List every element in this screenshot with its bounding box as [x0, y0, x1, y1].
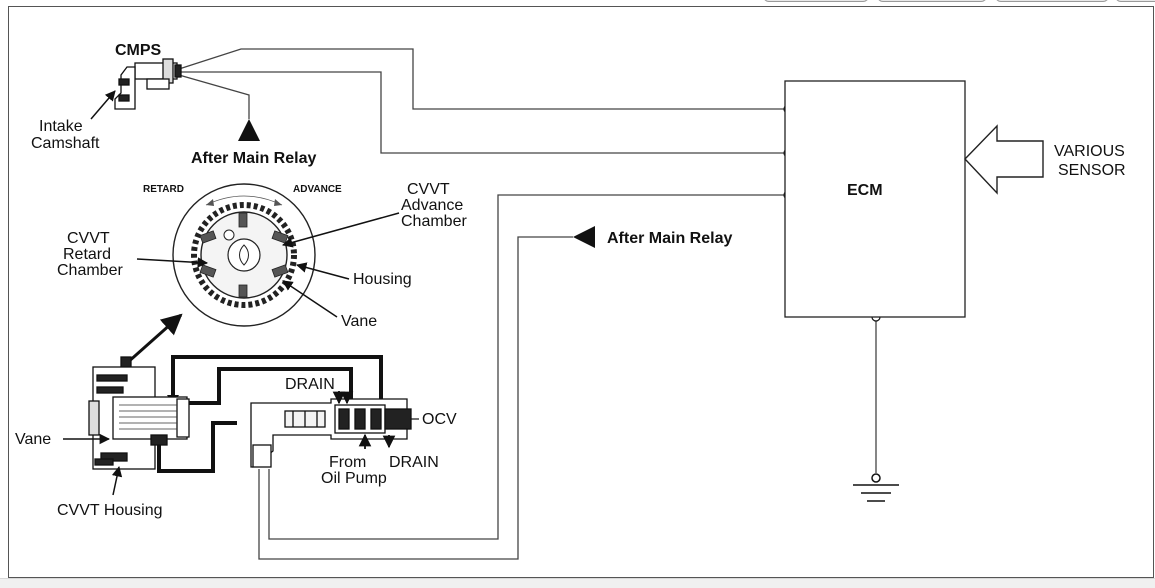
retard-label: RETARD: [143, 184, 184, 195]
oil-line-retard: [187, 367, 353, 405]
cvvt-wheel: [172, 183, 316, 327]
cvvt-housing-label: CVVT Housing: [57, 502, 163, 519]
advance-label: ADVANCE: [293, 184, 342, 195]
advance-chamber-leader: [281, 212, 400, 248]
wire-ocv-ecm-2: [268, 194, 785, 540]
ocv-valve: [250, 398, 412, 468]
vane-wheel-label: Vane: [341, 313, 377, 330]
various-sensor-label-1: VARIOUS: [1054, 143, 1125, 160]
ecm-box: [784, 80, 966, 318]
wire-cmps-relay: [178, 74, 250, 119]
oil-line-advance: [171, 355, 383, 401]
after-main-relay-mid: After Main Relay: [607, 230, 732, 247]
drain-bottom-label: DRAIN: [389, 454, 439, 471]
cvvt-retard-chamber-label-2: Retard: [63, 246, 111, 263]
wire-cmps-ecm-1: [178, 48, 785, 110]
signal-wires: [178, 48, 877, 560]
wire-ocv-ecm: [258, 236, 573, 560]
cvvt-advance-chamber-label-3: Chamber: [401, 213, 467, 230]
ecm-label: ECM: [847, 182, 883, 199]
oil-lines: [157, 355, 383, 473]
intake-camshaft-leader: [90, 90, 116, 120]
from-oil-pump-label-1: From: [329, 454, 366, 471]
bottom-bar: [0, 578, 1155, 588]
intake-camshaft-label-1: Intake: [39, 118, 83, 135]
various-sensor-arrow: [964, 124, 1044, 195]
cvvt-housing-leader: [111, 465, 123, 496]
relay-arrow-mid: [573, 226, 595, 248]
window-tabs: [755, 0, 1155, 2]
drain-top-label: DRAIN: [285, 376, 335, 393]
diagram-frame: ECM VARIOUS SENSOR After Main Relay Afte…: [8, 6, 1154, 578]
oil-line-return: [157, 421, 237, 473]
cmps-sensor: [114, 58, 182, 110]
relay-arrow-top: [238, 119, 260, 141]
window-tab[interactable]: [995, 0, 1109, 2]
cvvt-retard-chamber-label-3: Chamber: [57, 262, 123, 279]
intake-camshaft-label-2: Camshaft: [31, 135, 100, 152]
ground-symbol: [853, 473, 899, 502]
vane-actuator-label: Vane: [15, 431, 51, 448]
housing-leader: [295, 262, 350, 280]
retard-chamber-leader: [136, 257, 209, 268]
after-main-relay-top: After Main Relay: [191, 150, 316, 167]
vane-wheel-leader: [282, 280, 338, 318]
ocv-port-arrows: [332, 391, 396, 449]
window-tab[interactable]: [877, 0, 987, 2]
cvvt-actuator: [88, 356, 190, 470]
from-oil-pump-label-2: Oil Pump: [321, 470, 387, 487]
cvvt-advance-chamber-label-2: Advance: [401, 197, 463, 214]
actuator-to-wheel-arrow: [126, 313, 183, 365]
various-sensor-label-2: SENSOR: [1058, 162, 1126, 179]
cvvt-system-diagram: ECM VARIOUS SENSOR After Main Relay Afte…: [15, 42, 1126, 560]
cmps-label: CMPS: [115, 42, 162, 59]
housing-label: Housing: [353, 271, 412, 288]
rotation-arc: [205, 195, 283, 206]
cvvt-advance-chamber-label-1: CVVT: [407, 181, 450, 198]
cvvt-retard-chamber-label-1: CVVT: [67, 230, 110, 247]
wire-cmps-ecm-2: [179, 71, 785, 154]
window-tab[interactable]: [763, 0, 869, 2]
window-tab[interactable]: [1115, 0, 1155, 2]
ocv-label: OCV: [422, 411, 457, 428]
